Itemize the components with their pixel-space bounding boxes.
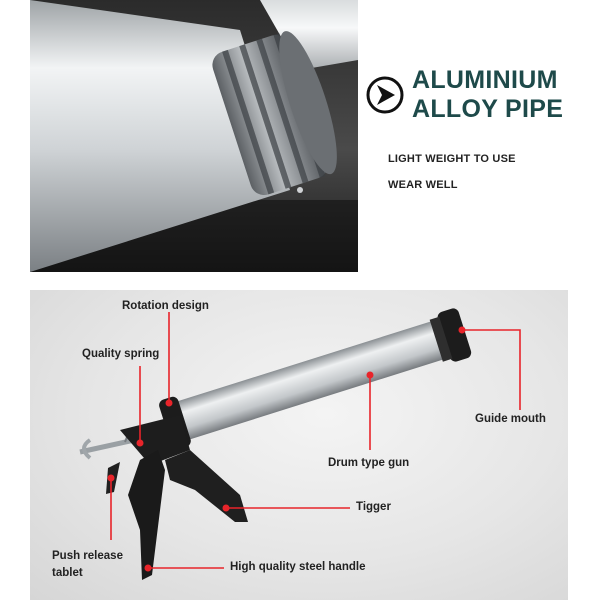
- callout-push-release-tablet: Push release tablet: [52, 548, 123, 582]
- callout-steel-handle: High quality steel handle: [230, 561, 366, 573]
- pipe-closeup-photo: [30, 0, 358, 272]
- callout-rotation-design: Rotation design: [122, 300, 209, 312]
- feature-light-weight: LIGHT WEIGHT TO USE: [388, 153, 516, 165]
- feature-wear-well: WEAR WELL: [388, 179, 458, 191]
- callout-push-release-line-1: Push release: [52, 550, 123, 562]
- callout-guide-mouth: Guide mouth: [475, 413, 546, 425]
- pipe-closeup-illustration: [30, 0, 358, 272]
- caulking-gun-illustration: [79, 308, 521, 580]
- headline: ALUMINIUM ALLOY PIPE: [412, 66, 592, 124]
- chevron-right-icon: [366, 76, 404, 114]
- callout-quality-spring: Quality spring: [82, 348, 160, 360]
- headline-line-1: ALUMINIUM: [412, 66, 558, 94]
- callout-drum-type-gun: Drum type gun: [328, 457, 410, 469]
- callout-push-release-line-2: tablet: [52, 567, 83, 579]
- callout-tigger: Tigger: [356, 501, 391, 513]
- headline-line-2: ALLOY PIPE: [412, 95, 564, 123]
- caulking-gun-photo: Rotation design Quality spring Guide mou…: [30, 290, 568, 600]
